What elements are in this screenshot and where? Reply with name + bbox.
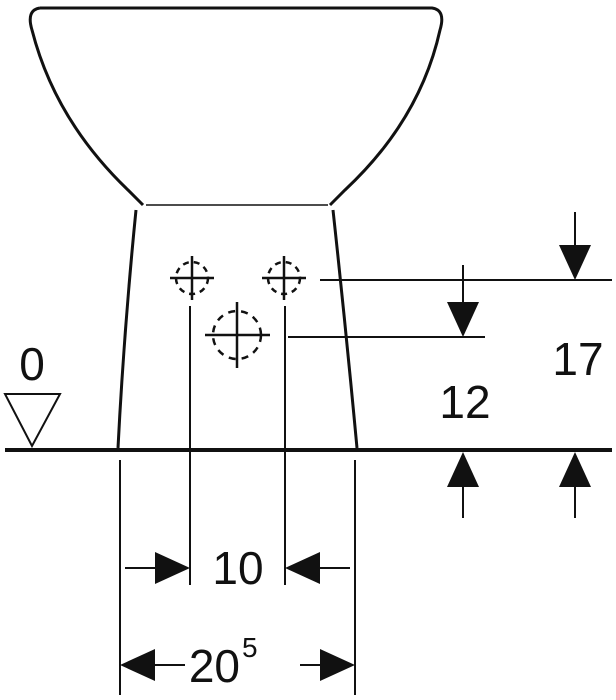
dimension-arrows <box>120 245 591 681</box>
dim-lower-height: 12 <box>439 376 490 428</box>
arrow-right-205-icon <box>320 649 355 681</box>
arrow-left-10-icon <box>285 552 320 584</box>
arrow-down-12-icon <box>447 302 479 337</box>
dim-base-width-superscript: 5 <box>242 632 258 663</box>
pedestal-right <box>331 209 359 449</box>
dim-upper-height: 17 <box>552 333 603 385</box>
pipe-connections <box>170 256 306 368</box>
dim-pipe-spacing: 10 <box>212 542 263 594</box>
arrow-up-12-icon <box>447 452 479 487</box>
datum-triangle-icon <box>3 393 62 449</box>
arrow-down-17-icon <box>559 245 591 280</box>
dimension-lines <box>119 212 612 695</box>
datum-label: 0 <box>19 338 45 390</box>
pedestal-left <box>116 209 138 449</box>
arrow-left-205-icon <box>120 649 155 681</box>
dim-base-width: 20 <box>189 640 240 692</box>
bowl-outline <box>28 6 444 207</box>
arrow-up-17-icon <box>559 452 591 487</box>
arrow-right-10-icon <box>155 552 190 584</box>
